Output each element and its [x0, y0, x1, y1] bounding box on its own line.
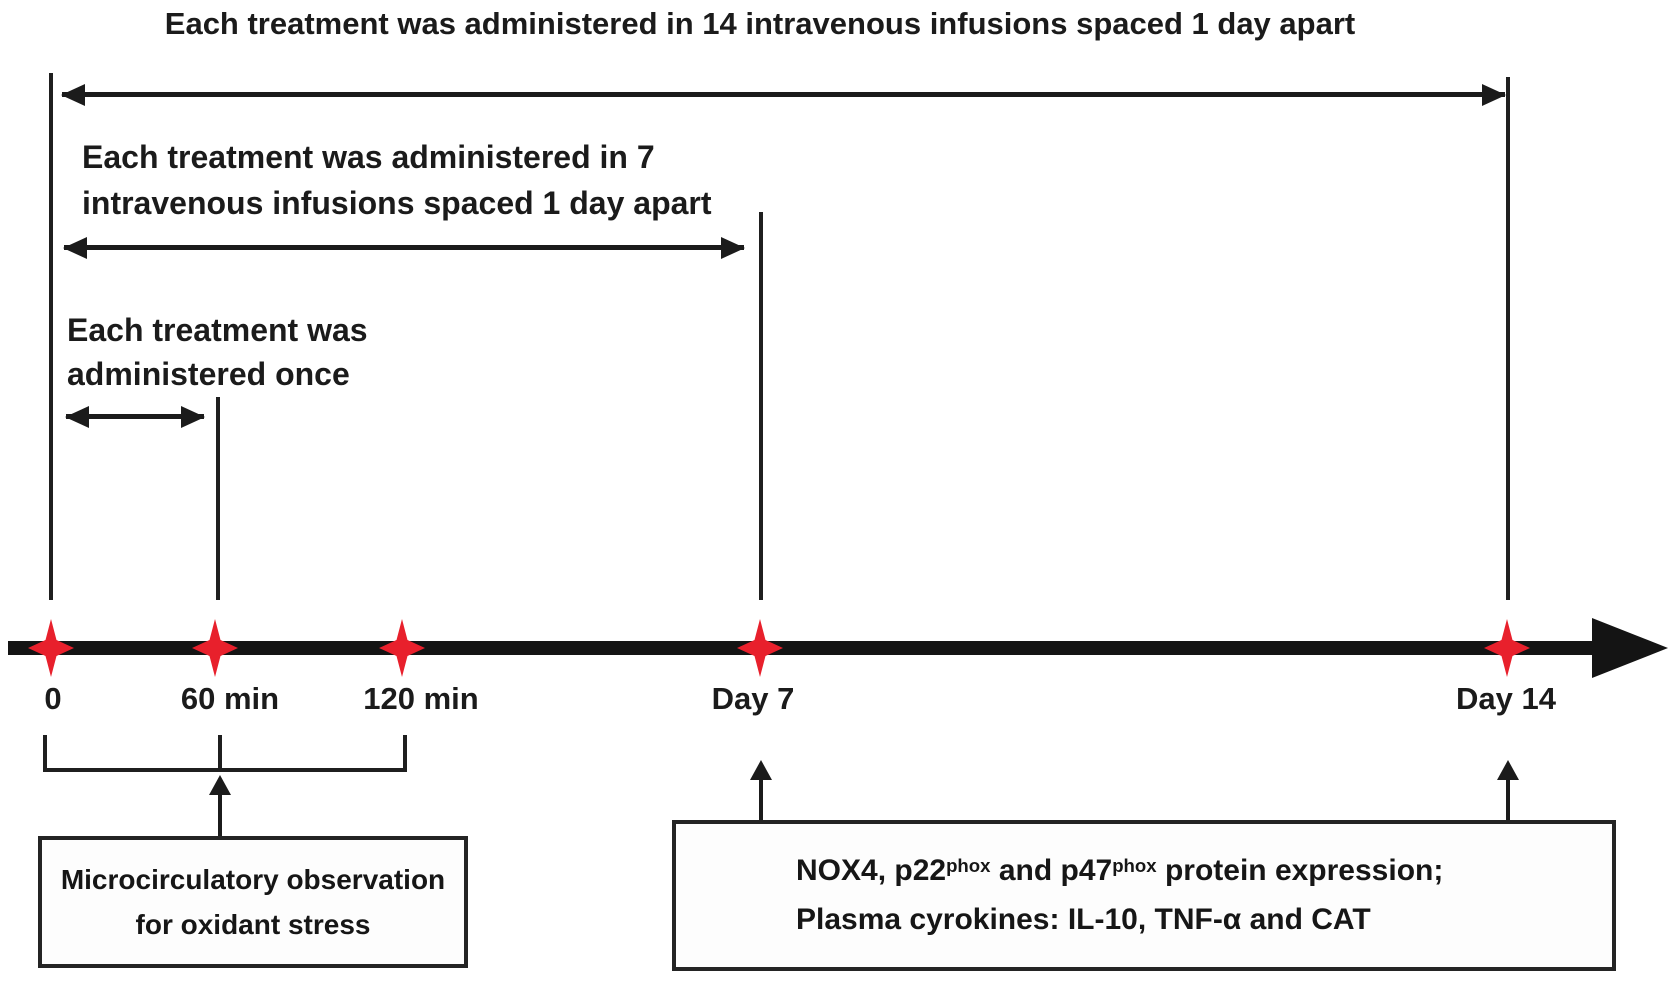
- biomarker-box: NOX4, p22phox and p47phox protein expres…: [672, 820, 1616, 971]
- timeline-bar: [8, 641, 1594, 655]
- biomarker-box-line2: Plasma cyrokines: IL-10, TNF-α and CAT: [796, 903, 1371, 936]
- annotation-once: Each treatment was administered once: [67, 308, 368, 396]
- span-arrow-once: [66, 414, 204, 419]
- callout-arrow-observation: [218, 794, 222, 837]
- span-arrow-14-infusions: [62, 92, 1505, 97]
- span-arrow-7-infusions: [64, 245, 744, 250]
- treatment-marker-icon: [379, 619, 425, 677]
- annotation-7-infusions-line2: intravenous infusions spaced 1 day apart: [82, 185, 712, 221]
- annotation-once-line1: Each treatment was: [67, 312, 368, 348]
- callout-arrow-day7: [759, 779, 763, 822]
- tick-label-60min: 60 min: [180, 681, 280, 716]
- treatment-marker-icon: [192, 619, 238, 677]
- observation-box: Microcirculatory observation for oxidant…: [38, 836, 468, 968]
- biomarker-superscript: phox: [946, 854, 991, 876]
- treatment-marker-icon: [737, 619, 783, 677]
- treatment-marker-icon: [28, 619, 74, 677]
- guide-line-day14: [1506, 77, 1510, 600]
- biomarker-text: and p47: [990, 854, 1113, 887]
- tick-label-day7: Day 7: [711, 681, 795, 716]
- observation-box-line2: for oxidant stress: [135, 909, 371, 940]
- biomarker-superscript: phox: [1112, 854, 1157, 876]
- guide-line-day0: [49, 73, 53, 600]
- tick-label-day14: Day 14: [1456, 681, 1556, 716]
- timeline-arrowhead-icon: [1592, 618, 1668, 678]
- observation-bracket-tick: [218, 735, 222, 772]
- guide-line-day7: [759, 212, 763, 600]
- guide-line-60min: [216, 397, 220, 600]
- biomarker-box-line1: NOX4, p22phox and p47phox protein expres…: [796, 848, 1443, 897]
- observation-box-line1: Microcirculatory observation: [60, 864, 446, 895]
- callout-arrow-day14: [1506, 779, 1510, 822]
- tick-label-120min: 120 min: [363, 681, 479, 716]
- annotation-once-line2: administered once: [67, 356, 350, 392]
- observation-bracket-tick: [403, 735, 407, 772]
- annotation-14-infusions: Each treatment was administered in 14 in…: [164, 6, 1356, 41]
- treatment-marker-icon: [1484, 619, 1530, 677]
- observation-bracket-line: [45, 768, 407, 772]
- observation-bracket-tick: [43, 735, 47, 772]
- annotation-7-infusions-line1: Each treatment was administered in 7: [82, 139, 655, 175]
- biomarker-text: protein expression;: [1156, 854, 1444, 887]
- tick-label-0: 0: [44, 681, 62, 716]
- biomarker-text: NOX4, p22: [796, 854, 947, 887]
- annotation-7-infusions: Each treatment was administered in 7 int…: [82, 134, 712, 226]
